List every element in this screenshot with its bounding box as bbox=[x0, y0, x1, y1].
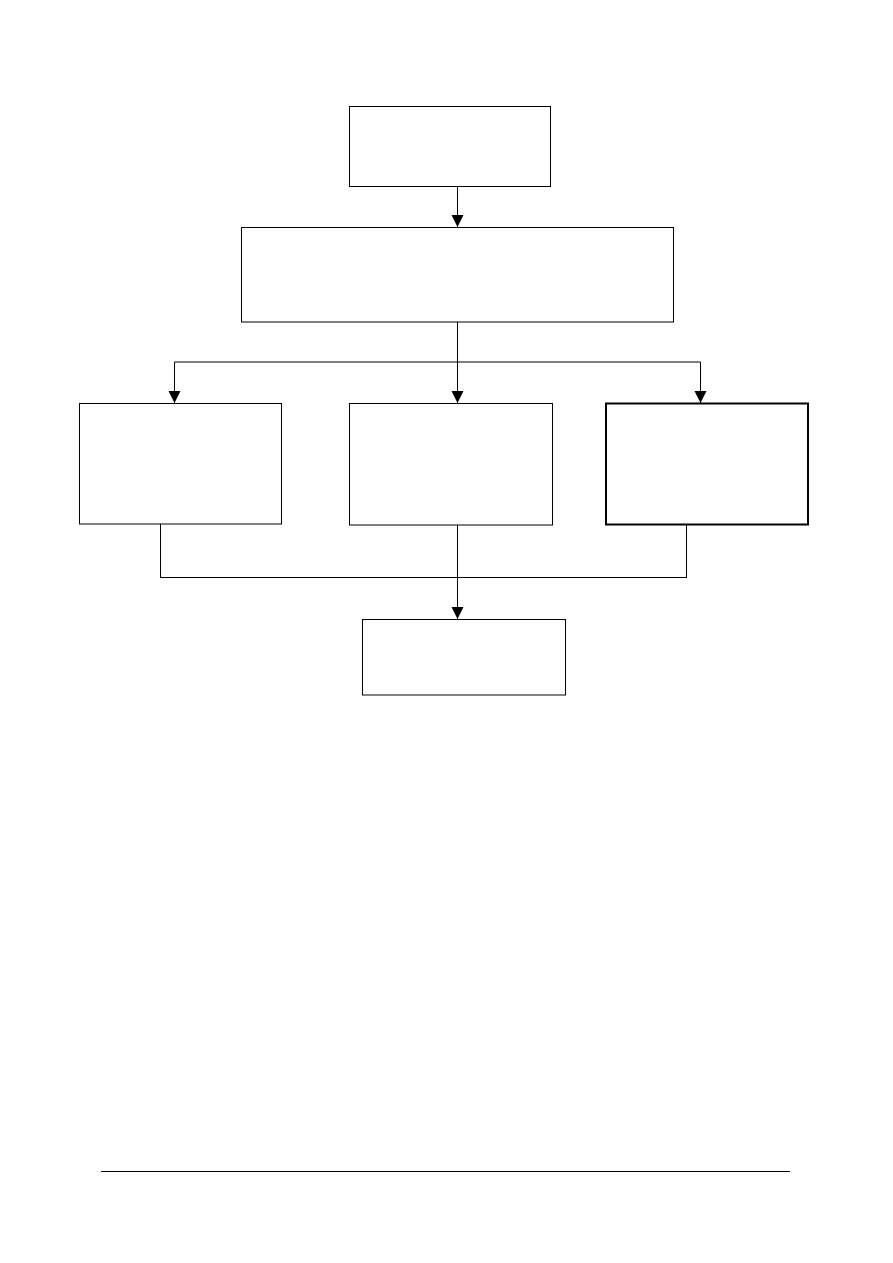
connector-left-to-merge bbox=[160, 524, 458, 578]
node-bottom-box bbox=[362, 619, 566, 696]
node-top-box bbox=[349, 106, 551, 187]
node-center bbox=[349, 403, 553, 526]
node-right-box bbox=[605, 402, 809, 526]
node-middle-box bbox=[241, 227, 674, 323]
node-center-box bbox=[349, 403, 553, 526]
node-left-box bbox=[79, 403, 282, 525]
node-left bbox=[79, 403, 282, 525]
nodes bbox=[79, 106, 809, 696]
node-bottom bbox=[362, 619, 566, 696]
connector-right-to-merge bbox=[457, 525, 687, 578]
node-middle bbox=[241, 227, 674, 323]
connectors bbox=[160, 187, 707, 619]
node-right bbox=[605, 402, 809, 526]
node-top bbox=[349, 106, 551, 187]
